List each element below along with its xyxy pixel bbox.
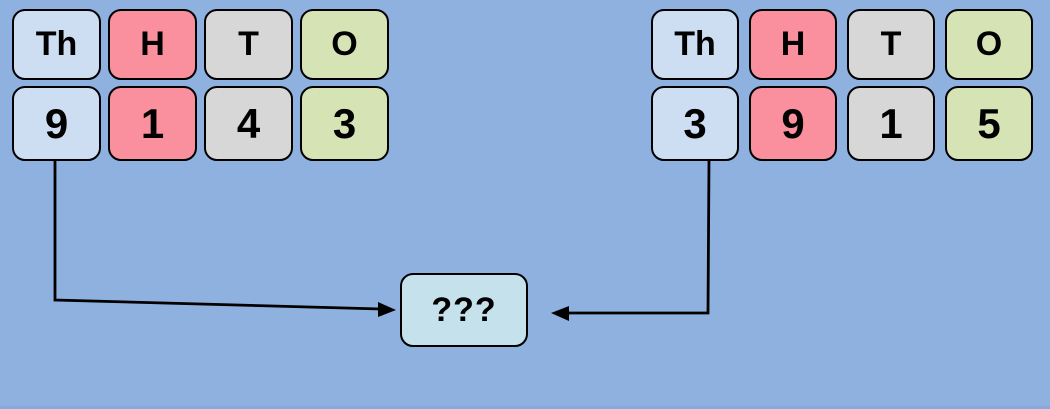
right-arrowhead-icon	[551, 306, 569, 321]
right-digit-cell-hundreds: 9	[749, 86, 837, 161]
left-digit-cell-thousands: 9	[12, 86, 101, 161]
left-arrowhead-icon	[378, 302, 396, 317]
right-header-cell-tens: T	[847, 9, 935, 80]
right-thousands-arrow	[551, 159, 711, 321]
left-header-cell-tens: T	[204, 9, 293, 80]
left-header-cell-ones: O	[300, 9, 389, 80]
right-header-cell-thousands: Th	[651, 9, 739, 80]
right-digit-cell-ones: 5	[945, 86, 1033, 161]
left-digit-cell-ones: 3	[300, 86, 389, 161]
left-header-cell-hundreds: H	[108, 9, 197, 80]
left-place-value-table: Th H T O 9 1 4 3	[12, 9, 389, 161]
right-header-cell-ones: O	[945, 9, 1033, 80]
right-place-value-table: Th H T O 3 9 1 5	[651, 9, 1033, 161]
right-digit-cell-thousands: 3	[651, 86, 739, 161]
result-box: ???	[400, 273, 528, 347]
right-header-cell-hundreds: H	[749, 9, 837, 80]
left-digit-cell-hundreds: 1	[108, 86, 197, 161]
right-digit-cell-tens: 1	[847, 86, 935, 161]
slide-bottom-edge	[0, 406, 1050, 409]
left-thousands-arrow	[53, 160, 396, 317]
left-header-cell-thousands: Th	[12, 9, 101, 80]
left-digit-cell-tens: 4	[204, 86, 293, 161]
